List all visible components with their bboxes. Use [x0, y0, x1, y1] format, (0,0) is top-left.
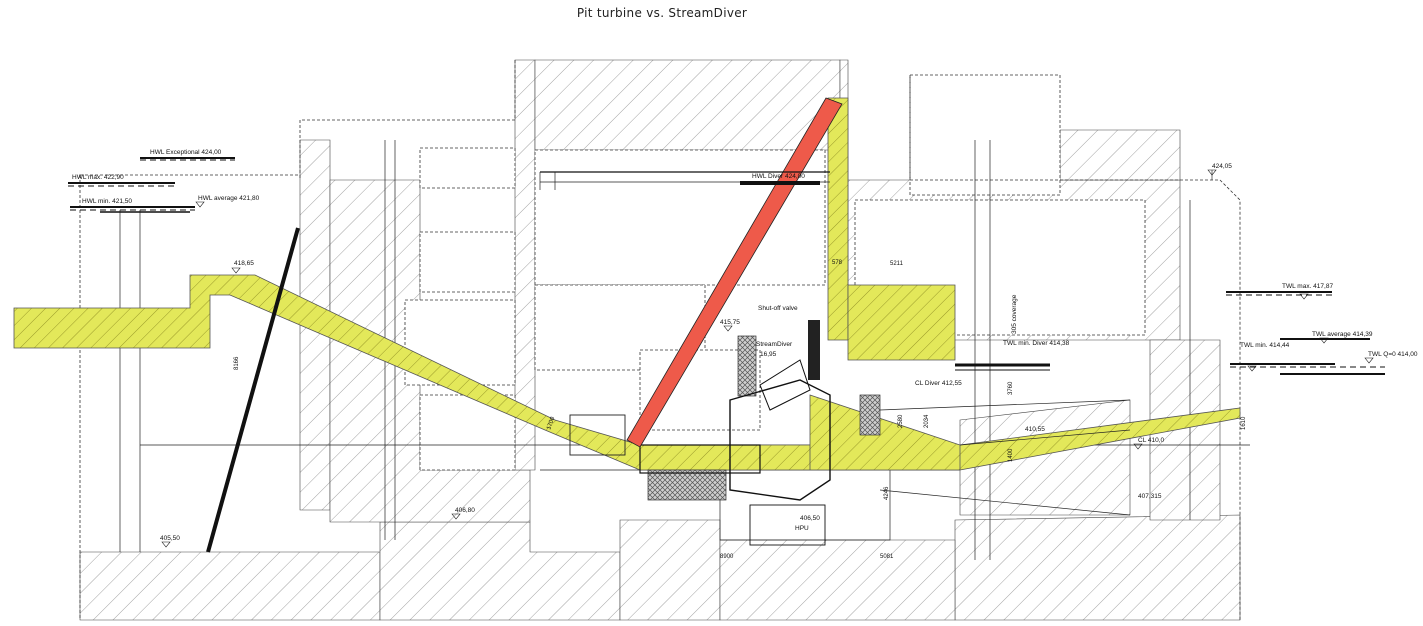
bottom-mid-elevation: 406,80	[455, 507, 475, 514]
dim-2034: 2034	[924, 414, 930, 428]
dim-2580: 2580	[898, 414, 904, 428]
outlet-mid-elevation: 410,55	[1025, 426, 1045, 433]
headwater-levels	[68, 157, 241, 274]
twl-max-label: TWL max. 417,87	[1282, 283, 1333, 290]
dim-5211: 5211	[890, 261, 904, 267]
streamdiver-label: StreamDiver	[756, 341, 793, 348]
hwl-min-label: HWL min. 421,50	[82, 198, 132, 205]
cl-diver-label: CL Diver 412,55	[915, 380, 962, 387]
drawing-title: Pit turbine vs. StreamDiver	[577, 6, 747, 20]
dim-3760: 3760	[1008, 381, 1014, 395]
dim-1400: 1400	[1008, 448, 1014, 462]
cl-outlet-label: CL 410,0	[1138, 437, 1165, 444]
elevation-markers	[161, 169, 1374, 548]
hwl-average-label: HWL average 421,80	[198, 195, 260, 202]
dim-8166: 8166	[234, 356, 240, 370]
intake-left-elevation: 418,65	[234, 260, 254, 267]
hpu-label: HPU	[795, 525, 809, 532]
gantry-crane	[539, 171, 830, 190]
draft-tube-outline	[879, 399, 1131, 516]
dim-1700: 1700	[546, 415, 556, 430]
intake-center-elevation: 415,75	[720, 319, 740, 326]
dim-578: 578	[832, 260, 843, 266]
dim-1610: 1610	[1241, 416, 1247, 430]
hpu-level-elevation: 406,50	[800, 515, 820, 522]
twl-q0-label: TWL Q=0 414,00	[1368, 351, 1418, 358]
bottom-left-elevation: 405,50	[160, 535, 180, 542]
shutoff-valve-label: Shut-off valve	[758, 305, 798, 312]
top-right-elevation: 424,05	[1212, 163, 1232, 170]
dim-5081: 5081	[880, 554, 894, 560]
hwl-exceptional-label: HWL Exceptional 424,00	[150, 149, 222, 156]
tailwater-levels	[955, 291, 1385, 375]
outlet-bottom-elevation: 407,315	[1138, 493, 1162, 500]
twl-average-label: TWL average 414,39	[1312, 331, 1373, 338]
outline-lines	[79, 60, 1250, 620]
twl-min-label: TWL min. 414,44	[1240, 342, 1290, 349]
trash-rack	[206, 227, 300, 553]
penstock-pipe	[626, 97, 843, 448]
hwl-max-label: HWL max. 422,90	[72, 174, 124, 181]
dim-4246: 4246	[884, 486, 890, 500]
turbine-machinery	[569, 320, 881, 546]
streamdiver-waterway	[13, 97, 1241, 471]
labels: HWL Exceptional 424,00 HWL max. 422,90 H…	[72, 149, 1418, 560]
dim-8900: 8900	[720, 554, 734, 560]
coverage-label: 305 coverage	[1011, 294, 1018, 334]
streamdiver-size-label: 16,95	[760, 351, 777, 358]
hwl-diver-label: HWL Diver 424,00	[752, 173, 805, 180]
twl-min-diver-label: TWL min. Diver 414,38	[1003, 340, 1070, 347]
